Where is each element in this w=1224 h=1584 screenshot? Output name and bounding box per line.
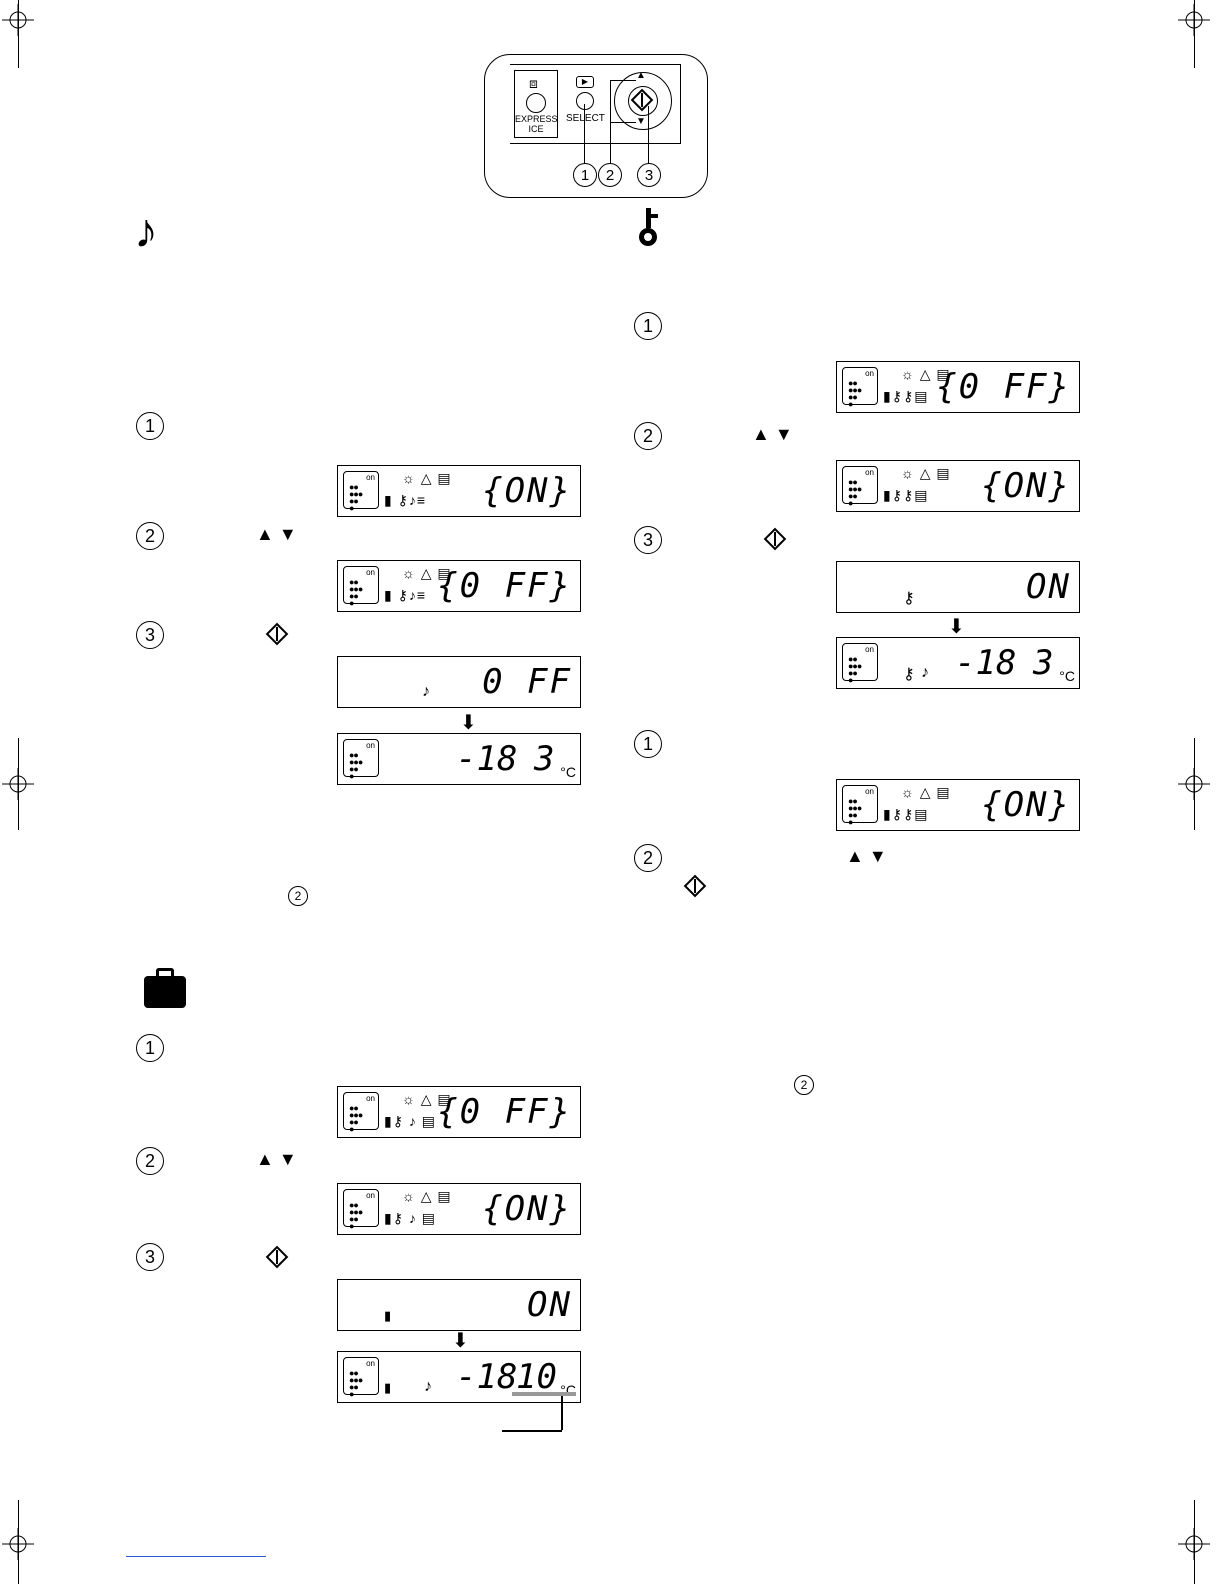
dial-ring[interactable]: [614, 72, 672, 130]
grape-icon: on●●●●●●●●: [343, 1092, 379, 1134]
select-label: SELECT: [566, 113, 605, 124]
express-ice-button-frame: ⧈ EXPRESS ICE: [514, 70, 558, 138]
grape-icon: on●●●●●●●●: [842, 643, 878, 685]
lcd-value: ON: [1026, 567, 1071, 607]
arrow-down-icon: ⬇: [460, 712, 477, 734]
grape-icon: on●●●●●●●●: [842, 785, 878, 827]
lcd-value: ON: [527, 1285, 572, 1325]
ice-label: ICE: [528, 124, 544, 134]
music-note-icon: ♪: [424, 1378, 432, 1395]
grape-icon: on●●●●●●●●: [343, 739, 379, 781]
up-down-arrows-icon: ▲ ▼: [256, 1149, 297, 1169]
temp-left: -18: [456, 1357, 518, 1397]
lcd-vacation-temp: on●●●●●●●● ▮ ♪ -18 10 °C: [337, 1351, 581, 1403]
express-label: EXPRESS: [515, 114, 558, 124]
registration-mark-icon: [2, 4, 34, 36]
grape-icon: on●●●●●●●●: [343, 471, 379, 513]
lcd-lock-temp: on●●●●●●●● ⚷ ♪ -18 3 °C: [836, 637, 1080, 689]
lcd-value: 0 FF: [482, 662, 572, 702]
sound-step-3: 3: [136, 621, 164, 649]
sound-step-1: 1: [136, 412, 164, 440]
lcd-vacation-on: on●●●●●●●● ☼ △ ▤ ▮⚷ ♪ ▤ {ON}: [337, 1183, 581, 1235]
mode-icons: ▮ ⚷♪≡: [384, 492, 427, 508]
unit: °C: [1059, 668, 1075, 684]
suitcase-icon: [144, 976, 186, 1008]
lcd-value: {0 FF}: [437, 566, 572, 606]
panel-inset: [510, 64, 681, 144]
select-button[interactable]: [576, 92, 594, 110]
lock-step-1: 1: [634, 312, 662, 340]
grape-icon: on●●●●●●●●: [343, 566, 379, 608]
key-icon: [636, 208, 662, 246]
callout-3: 3: [637, 163, 661, 187]
grape-icon: on●●●●●●●●: [343, 1189, 379, 1231]
up-arrow-icon: ▲: [636, 70, 646, 81]
registration-mark-icon: [2, 768, 34, 800]
lcd-value: {ON}: [482, 1189, 572, 1229]
temp-right: 3: [534, 739, 555, 779]
enter-icon: [763, 527, 787, 551]
status-icons: ☼ △ ▤: [402, 470, 452, 486]
suitcase-icon: ▮: [384, 1308, 392, 1323]
music-note-icon: ♪: [422, 683, 430, 700]
enter-button[interactable]: [628, 86, 658, 116]
lcd-sound-on: on●●●●●●●● ☼ △ ▤ ▮ ⚷♪≡ {ON}: [337, 465, 581, 517]
arrow-down-icon: ⬇: [452, 1330, 469, 1352]
lcd-lock-confirm: ⚷ ON: [836, 561, 1080, 613]
lcd-sound-temp: on●●●●●●●● -18 3 °C: [337, 733, 581, 785]
grape-icon: on●●●●●●●●: [343, 1357, 379, 1399]
suitcase-icon: ▮: [384, 1380, 392, 1395]
grape-icon: on●●●●●●●●: [842, 367, 878, 409]
up-down-arrows-icon: ▲ ▼: [846, 846, 887, 866]
lcd-value: {0 FF}: [936, 367, 1071, 407]
lcd-value: {ON}: [981, 785, 1071, 825]
arrow-down-icon: ⬇: [948, 616, 965, 638]
control-panel: [484, 54, 708, 198]
enter-icon: [265, 622, 289, 646]
lock-release-step-1: 1: [634, 730, 662, 758]
highlight-bar: [512, 1392, 576, 1396]
temp-right: 10: [516, 1357, 557, 1397]
temp-right: 3: [1033, 643, 1054, 683]
music-note-icon: ♪: [134, 205, 158, 258]
note-ref-2: 2: [794, 1075, 814, 1095]
enter-icon: [265, 1245, 289, 1269]
play-icon: ▶: [576, 76, 594, 88]
down-arrow-icon: ▼: [636, 116, 646, 127]
lcd-sound-off: on●●●●●●●● ☼ △ ▤ ▮ ⚷♪≡ {0 FF}: [337, 560, 581, 612]
express-ice-button[interactable]: [526, 93, 546, 113]
lcd-lock-off: on●●●●●●●● ☼ △ ▤ ▮⚷⚷▤ {0 FF}: [836, 361, 1080, 413]
unit: °C: [560, 764, 576, 780]
lock-step-3: 3: [634, 526, 662, 554]
lock-step-2: 2: [634, 422, 662, 450]
lcd-value: {ON}: [482, 471, 572, 511]
lcd-value: {0 FF}: [437, 1092, 572, 1132]
sound-step-2: 2: [136, 522, 164, 550]
temp-left: -18: [955, 643, 1017, 683]
vacation-step-1: 1: [136, 1034, 164, 1062]
lock-release-step-2: 2: [634, 844, 662, 872]
enter-icon: [683, 874, 707, 898]
lcd-sound-confirm: ♪ 0 FF: [337, 656, 581, 708]
music-note-icon: ♪: [921, 664, 929, 681]
lcd-value: {ON}: [981, 466, 1071, 506]
lcd-lock-on: on●●●●●●●● ☼ △ ▤ ▮⚷⚷▤ {ON}: [836, 460, 1080, 512]
key-icon: ⚷: [903, 590, 915, 607]
key-icon: ⚷: [903, 666, 915, 683]
lcd-lock-release: on●●●●●●●● ☼ △ ▤ ▮⚷⚷▤ {ON}: [836, 779, 1080, 831]
note-ref-2: 2: [288, 886, 308, 906]
up-down-arrows-icon: ▲ ▼: [256, 524, 297, 544]
ice-cube-icon: ⧈: [529, 75, 538, 91]
grape-icon: on●●●●●●●●: [842, 466, 878, 508]
lcd-vacation-confirm: ▮ ON: [337, 1279, 581, 1331]
temp-left: -18: [456, 739, 518, 779]
vacation-step-3: 3: [136, 1243, 164, 1271]
lcd-vacation-off: on●●●●●●●● ☼ △ ▤ ▮⚷ ♪ ▤ {0 FF}: [337, 1086, 581, 1138]
registration-mark-icon: [2, 1528, 34, 1560]
footer-rule: [126, 1556, 266, 1557]
vacation-step-2: 2: [136, 1147, 164, 1175]
up-down-arrows-icon: ▲ ▼: [752, 424, 793, 444]
callout-2: 2: [598, 163, 622, 187]
callout-1: 1: [573, 163, 597, 187]
